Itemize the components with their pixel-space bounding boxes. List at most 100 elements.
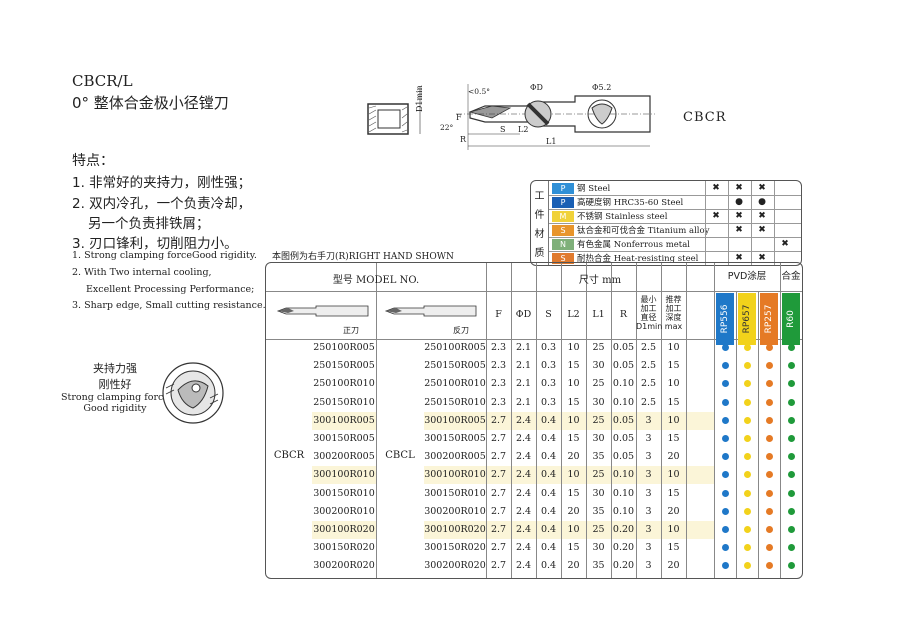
angle-22-label: 22° xyxy=(440,123,454,132)
model-right: 300200R005 xyxy=(313,451,375,463)
coating-available-dot xyxy=(788,562,795,570)
coating-available-dot xyxy=(744,507,751,515)
spec-value: 2.5 xyxy=(640,396,657,408)
table-col-divider xyxy=(714,263,715,578)
d1min-header-part: 小 xyxy=(648,295,657,304)
table-col-divider xyxy=(758,291,759,578)
model-right: 250150R005 xyxy=(313,360,375,372)
coating-available-dot xyxy=(722,544,729,552)
model-left: 300100R020 xyxy=(424,524,486,535)
f-label: F xyxy=(456,113,462,122)
right-hand-label: 正刀 xyxy=(343,326,359,335)
material-suitability-mark: ✖ xyxy=(735,253,743,263)
row-highlight xyxy=(486,411,714,430)
spec-value: 35 xyxy=(592,505,605,517)
spec-value: 0.4 xyxy=(540,542,557,554)
spec-value: 2.3 xyxy=(490,360,507,372)
coating-available-dot xyxy=(788,416,795,424)
coating-available-dot xyxy=(788,507,795,515)
max-depth-header-part: 推 xyxy=(665,295,674,304)
table-col-divider xyxy=(611,263,612,578)
material-side-label: 工 件 材 质 xyxy=(531,181,549,265)
row-highlight xyxy=(486,521,714,539)
spec-value: 10 xyxy=(567,378,580,390)
spec-value: 15 xyxy=(667,433,680,444)
row-highlight xyxy=(424,466,486,485)
spec-value: 10 xyxy=(667,378,680,390)
material-suitability-mark: ✖ xyxy=(735,225,743,235)
spec-value: 0.10 xyxy=(612,487,635,499)
column-header-f: F xyxy=(495,309,502,320)
spec-value: 0.4 xyxy=(540,560,557,572)
spec-value: 2.7 xyxy=(490,433,507,444)
spec-value: 3 xyxy=(645,414,652,426)
spec-value: 0.05 xyxy=(612,451,635,463)
coating-available-dot xyxy=(744,471,751,479)
material-suitability-mark: ✖ xyxy=(712,211,720,221)
product-subtitle: 0° 整体合金极小径镗刀 xyxy=(72,94,229,112)
coating-available-dot xyxy=(744,489,751,497)
d1min-header-part: D1min xyxy=(636,322,663,331)
coating-available-dot xyxy=(766,398,773,406)
spec-value: 0.10 xyxy=(612,469,635,481)
model-right: 300150R010 xyxy=(313,487,375,499)
coating-available-dot xyxy=(766,362,773,370)
spec-value: 2.4 xyxy=(515,505,532,517)
spec-value: 3 xyxy=(645,542,652,554)
coating-available-dot xyxy=(744,380,751,388)
spec-value: 3 xyxy=(645,487,652,499)
spec-value: 10 xyxy=(567,414,580,426)
spec-value: 0.4 xyxy=(540,487,557,499)
spec-value: 2.7 xyxy=(490,505,507,517)
spec-value: 0.3 xyxy=(540,396,557,408)
spec-value: 15 xyxy=(667,360,680,372)
material-badge: M xyxy=(552,210,574,222)
coating-available-dot xyxy=(722,507,729,515)
coating-available-dot xyxy=(788,544,795,552)
coating-available-dot xyxy=(722,416,729,424)
spec-value: 2.7 xyxy=(490,560,507,572)
max-depth-header-part: 荐 xyxy=(673,295,682,304)
coating-available-dot xyxy=(788,453,795,461)
row-highlight xyxy=(312,521,376,539)
spec-value: 0.10 xyxy=(612,378,635,390)
spec-value: 10 xyxy=(667,342,680,353)
spec-value: 0.05 xyxy=(612,342,635,353)
spec-value: 15 xyxy=(567,487,580,499)
spec-value: 0.4 xyxy=(540,469,557,481)
feature-en-4: 3. Sharp edge, Small cutting resistance. xyxy=(72,300,266,311)
max-depth-header-part: 工 xyxy=(673,304,682,313)
material-col-divider xyxy=(751,181,752,265)
spec-value: 2.4 xyxy=(515,542,532,554)
material-suitability-mark: ✖ xyxy=(758,225,766,235)
coating-available-dot xyxy=(722,380,729,388)
model-right: 250100R010 xyxy=(313,378,375,390)
material-suitability-mark: ● xyxy=(735,197,743,207)
spec-value: 2.4 xyxy=(515,524,532,535)
spec-value: 2.3 xyxy=(490,378,507,390)
spec-value: 2.4 xyxy=(515,414,532,426)
table-row-divider xyxy=(266,339,802,340)
clamp-cross-section-icon xyxy=(162,362,224,424)
phi-5-2-label: Φ5.2 xyxy=(592,83,611,92)
model-right: 300100R005 xyxy=(313,414,375,426)
column-header-l1: L1 xyxy=(592,309,605,320)
model-left: 250100R005 xyxy=(424,342,486,353)
coating-available-dot xyxy=(744,435,751,442)
coating-available-dot xyxy=(788,489,795,497)
spec-value: 10 xyxy=(567,469,580,481)
model-left: 300150R005 xyxy=(424,433,486,444)
coating-available-dot xyxy=(766,344,773,351)
spec-value: 2.1 xyxy=(515,360,532,372)
spec-value: 2.7 xyxy=(490,487,507,499)
spec-value: 2.7 xyxy=(490,451,507,463)
spec-value: 3 xyxy=(645,469,652,481)
spec-value: 2.5 xyxy=(640,378,657,390)
max-depth-header-part: 加 xyxy=(665,304,674,313)
column-header-phid: ΦD xyxy=(515,309,532,320)
model-left: 250150R010 xyxy=(424,396,486,408)
spec-value: 0.4 xyxy=(540,524,557,535)
spec-value: 15 xyxy=(567,433,580,444)
